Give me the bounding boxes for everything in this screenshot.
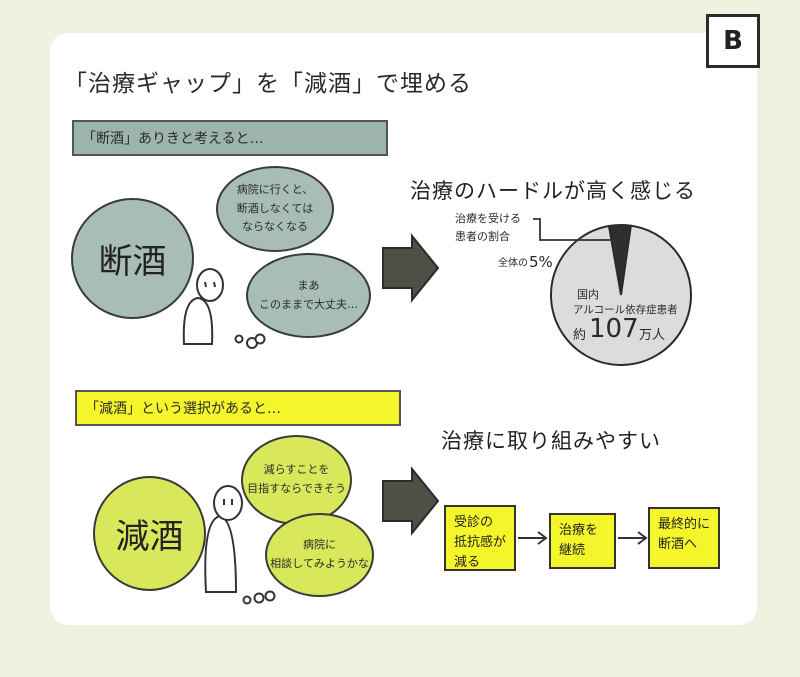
thought-text: まあ このままで大丈夫… [259, 278, 358, 311]
callout-bracket [533, 218, 616, 255]
arrow-right-icon [518, 531, 548, 545]
step-box: 受診の 抵抗感が 減る [444, 505, 516, 571]
bubble-label: 減酒 [115, 517, 184, 557]
section-banner-genshu: 「減酒」という選択があると… [75, 390, 401, 426]
pie-caption: アルコール依存症患者 [573, 304, 678, 316]
section-heading: 治療に取り組みやすい [441, 429, 661, 453]
thought-text: 病院に行くと、 断酒しなくては ならなくなる [236, 182, 314, 234]
bubble-danshu: 断酒 [71, 198, 194, 319]
thought-text: 病院に 相談してみようかな [270, 538, 369, 570]
pie-slice-untreated [550, 224, 692, 366]
bubble-genshu: 減酒 [93, 476, 206, 591]
step-box: 最終的に 断酒へ [648, 507, 720, 569]
arrow-right-icon [618, 531, 648, 545]
panel-badge: B [706, 14, 760, 68]
big-arrow-icon [382, 233, 440, 303]
pie-caption: 国内 [577, 288, 599, 301]
pie-total-value: 107 [589, 314, 639, 344]
page-title: 「治療ギャップ」を「減酒」で埋める [64, 71, 472, 97]
pie-share-label: 全体の [498, 258, 528, 269]
big-arrow-icon [382, 466, 440, 536]
thought-bubble: 病院に 相談してみようかな [265, 513, 374, 597]
bubble-label: 断酒 [98, 242, 167, 282]
pie-note: 治療を受ける 患者の割合 [455, 212, 521, 243]
thought-bubble: 減らすことを 目指すならできそう [241, 435, 352, 525]
thought-bubble: 病院に行くと、 断酒しなくては ならなくなる [216, 166, 334, 252]
section-banner-danshu: 「断酒」ありきと考えると… [72, 120, 388, 156]
thought-text: 減らすことを 目指すならできそう [247, 463, 346, 495]
thought-bubble: まあ このままで大丈夫… [246, 253, 371, 338]
step-box: 治療を 継続 [549, 513, 616, 569]
person-figure-icon [182, 268, 266, 349]
pie-total-unit: 万人 [639, 328, 666, 343]
person-figure-icon [204, 485, 276, 605]
section-heading: 治療のハードルが高く感じる [410, 179, 696, 203]
pie-total-prefix: 約 [573, 328, 587, 343]
pie-share-value: 5% [529, 253, 553, 271]
